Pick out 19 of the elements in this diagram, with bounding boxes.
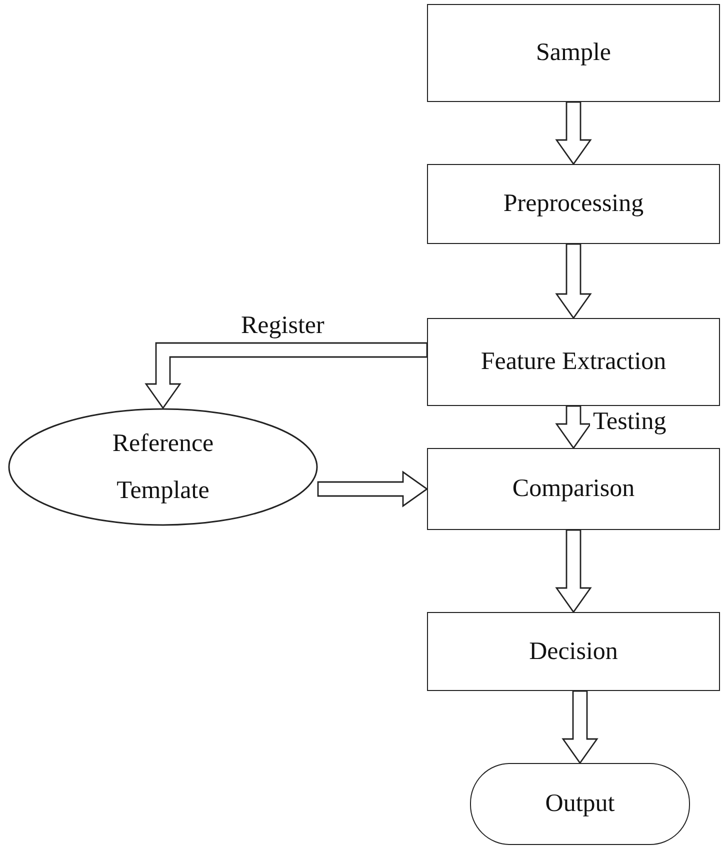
block-arrow bbox=[555, 101, 592, 166]
node-label: Reference Template bbox=[111, 428, 215, 506]
node-label: Feature Extraction bbox=[480, 347, 666, 378]
node-label: Decision bbox=[529, 636, 618, 667]
node-label: Comparison bbox=[512, 474, 635, 504]
process-box bbox=[427, 4, 720, 102]
block-arrow bbox=[144, 342, 428, 410]
block-arrow bbox=[555, 243, 592, 320]
block-arrow bbox=[317, 470, 428, 508]
process-box bbox=[427, 612, 720, 691]
block-arrow bbox=[555, 529, 592, 614]
node-label: Sample bbox=[536, 38, 611, 68]
node-label: Preprocessing bbox=[503, 189, 644, 220]
block-arrow bbox=[562, 690, 598, 764]
node-label: Output bbox=[545, 789, 615, 820]
process-box bbox=[427, 318, 720, 406]
block-arrow bbox=[555, 405, 592, 450]
process-box bbox=[427, 448, 720, 530]
process-box bbox=[427, 164, 720, 244]
